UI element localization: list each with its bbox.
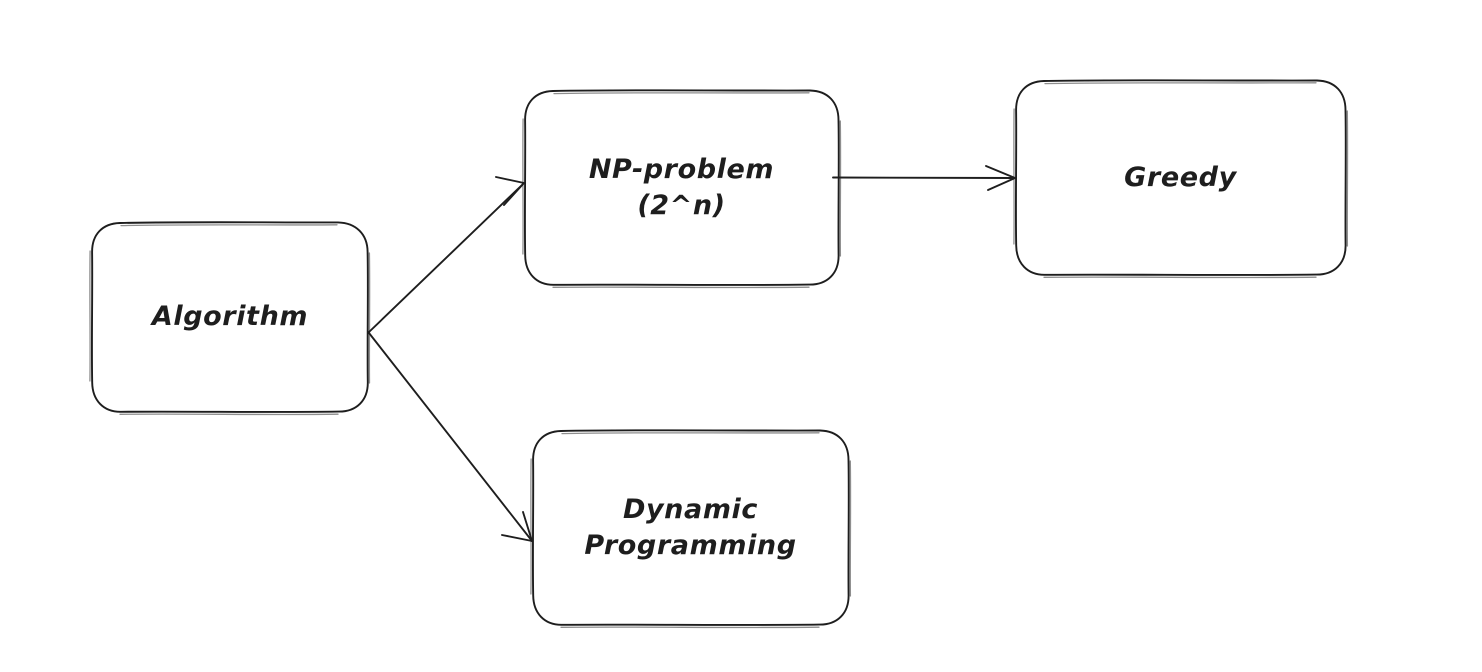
edge-algorithm-to-dynamic-programming[interactable]: [368, 332, 533, 542]
node-np-problem-shape: [523, 89, 840, 286]
node-np-problem[interactable]: [522, 89, 842, 289]
node-dynamic-programming[interactable]: [530, 429, 852, 629]
edge-algorithm-to-np-problem-arrowhead: [495, 176, 525, 206]
node-algorithm-sketch-overlay: [89, 224, 371, 416]
node-dynamic-programming-shape: [531, 429, 850, 626]
node-greedy-shape: [1014, 79, 1347, 276]
edge-algorithm-to-dynamic-programming-line: [368, 332, 533, 542]
edge-np-problem-to-greedy-arrowhead: [985, 165, 1016, 191]
node-np-problem-sketch-overlay: [522, 92, 842, 289]
edge-algorithm-to-np-problem[interactable]: [368, 176, 525, 333]
node-greedy[interactable]: [1013, 79, 1349, 279]
node-algorithm-shape: [90, 221, 369, 413]
edge-algorithm-to-dynamic-programming-arrowhead: [501, 511, 533, 542]
node-algorithm[interactable]: [89, 221, 371, 416]
edge-np-problem-to-greedy[interactable]: [832, 165, 1016, 191]
edge-algorithm-to-np-problem-line: [368, 183, 524, 333]
edge-np-problem-to-greedy-line: [832, 176, 1015, 179]
node-dynamic-programming-sketch-overlay: [530, 432, 852, 629]
node-greedy-sketch-overlay: [1013, 82, 1349, 279]
